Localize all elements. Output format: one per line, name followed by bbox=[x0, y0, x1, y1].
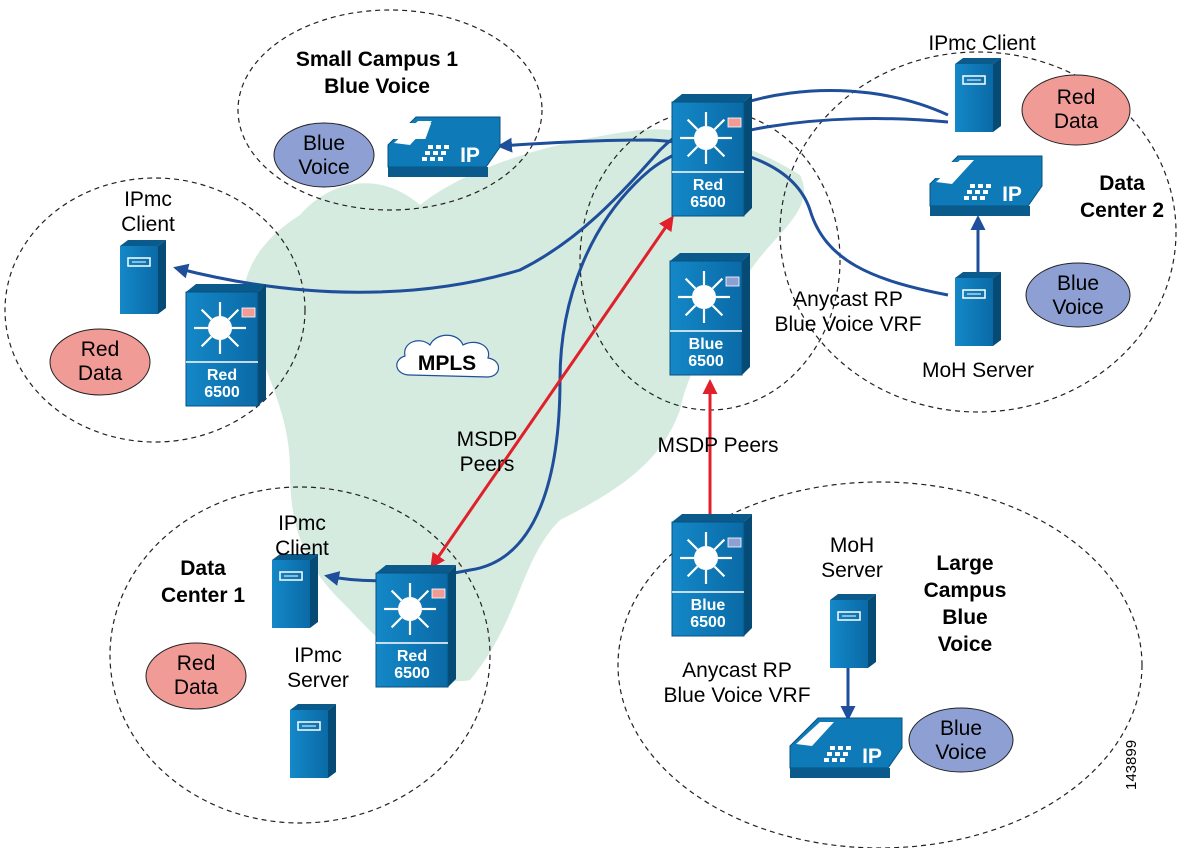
link-moh-to-sc-phone bbox=[497, 137, 949, 297]
ip-phone-lc-phone-icon: IP bbox=[572, 717, 903, 778]
region-large-campus bbox=[617, 481, 1143, 848]
ip-label: IP bbox=[862, 745, 882, 768]
ip-phone-dc2-phone-icon: IP bbox=[917, 155, 1043, 216]
figure-id: 143899 bbox=[1123, 740, 1140, 790]
server-dc1-ipmc-server-icon bbox=[290, 704, 336, 778]
label-dc2-moh-server: MoH Server bbox=[922, 359, 1034, 382]
server-dc2-moh-icon bbox=[955, 272, 1001, 346]
region-data-center-1 bbox=[109, 486, 491, 824]
ip-label: IP bbox=[460, 144, 480, 167]
region-small-campus bbox=[237, 9, 543, 211]
server-left-ipmc-client-icon bbox=[120, 240, 166, 314]
region-left-campus bbox=[4, 177, 306, 443]
server-dc1-ipmc-client-icon bbox=[272, 554, 318, 628]
mpls-label: MPLS bbox=[418, 352, 476, 375]
label-dc2-ipmc-client: IPmc Client bbox=[928, 32, 1036, 55]
server-dc2-ipmc-client-icon bbox=[955, 58, 1001, 132]
region-data-center-2 bbox=[779, 51, 1177, 413]
server-lc-moh-icon bbox=[830, 594, 876, 668]
msdp-link-left bbox=[430, 215, 674, 569]
ip-label: IP bbox=[1002, 183, 1022, 206]
label-msdp-right: MSDP Peers bbox=[658, 434, 779, 457]
ip-phone-sc-phone-icon: IP bbox=[387, 116, 501, 177]
